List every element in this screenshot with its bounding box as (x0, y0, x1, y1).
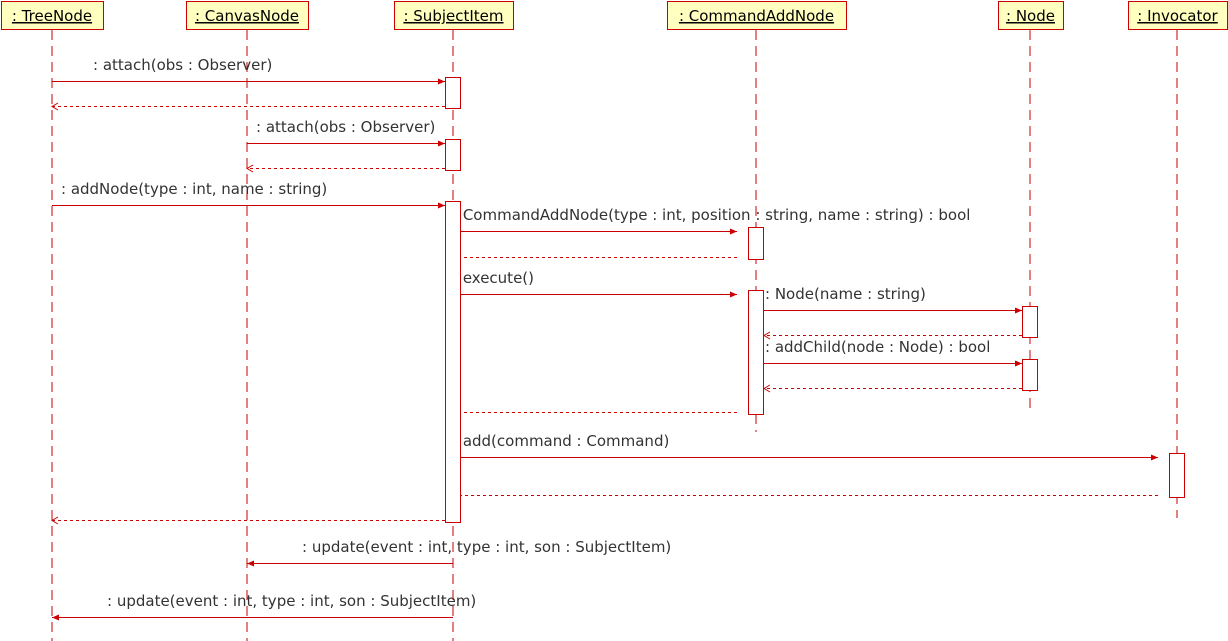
arrowhead (730, 291, 737, 298)
arrowhead (1151, 454, 1158, 461)
arrowhead (247, 560, 254, 567)
message-call-0: : attach(obs : Observer) (52, 56, 445, 85)
message-return-3 (246, 164, 445, 173)
message-call-8: : Node(name : string) (764, 285, 1022, 314)
message-label: : add(command : Command) (453, 432, 669, 450)
activation-subjectitem-addnode (445, 201, 461, 523)
arrowhead (52, 614, 59, 621)
message-call-4: : addNode(type : int, name : string) (52, 180, 445, 209)
message-return-11 (763, 384, 1022, 393)
participant-box (394, 1, 514, 30)
participant-subjectitem: : SubjectItem (394, 1, 514, 30)
arrowhead (438, 78, 445, 85)
message-label: : addNode(type : int, name : string) (61, 180, 327, 198)
message-call-5: : CommandAddNode(type : int, position : … (451, 206, 970, 235)
activation-node-ctor (1022, 306, 1038, 338)
message-call-16: : update(event : int, type : int, son : … (247, 538, 671, 567)
message-return-1 (51, 102, 445, 111)
message-call-7: : execute() (451, 269, 737, 298)
message-return-14 (450, 491, 1158, 500)
message-label: : Node(name : string) (765, 285, 926, 303)
message-return-15 (51, 516, 445, 525)
activation-subjectitem-attach-2 (445, 139, 461, 171)
message-label: : update(event : int, type : int, son : … (302, 538, 671, 556)
activation-commandaddnode-execute (748, 290, 764, 415)
arrowhead-open (51, 102, 59, 111)
message-return-6 (450, 253, 737, 262)
participant-label: : CommandAddNode (679, 7, 834, 25)
arrowhead (1015, 360, 1022, 367)
message-call-13: : add(command : Command) (451, 432, 1158, 461)
arrowhead (1015, 307, 1022, 314)
arrowhead-open (246, 164, 254, 173)
message-label: : execute() (453, 269, 534, 287)
arrowhead (438, 202, 445, 209)
activation-invocator-add (1169, 453, 1185, 498)
activation-node-addchild (1022, 359, 1038, 391)
activation-commandaddnode-ctor (748, 227, 764, 260)
participant-commandaddnode: : CommandAddNode (667, 1, 847, 30)
message-label: : addChild(node : Node) : bool (765, 338, 990, 356)
message-call-2: : attach(obs : Observer) (247, 118, 445, 147)
participant-node: : Node (998, 1, 1064, 30)
message-label: : CommandAddNode(type : int, position : … (453, 206, 970, 224)
message-label: : attach(obs : Observer) (93, 56, 272, 74)
participant-treenode: : TreeNode (1, 1, 104, 30)
participant-label: : Node (1006, 7, 1055, 25)
arrowhead (730, 228, 737, 235)
message-label: : attach(obs : Observer) (256, 118, 435, 136)
participant-box (186, 1, 309, 30)
participant-canvasnode: : CanvasNode (186, 1, 309, 30)
message-label: : update(event : int, type : int, son : … (107, 592, 476, 610)
arrowhead-open (51, 516, 59, 525)
message-call-17: : update(event : int, type : int, son : … (52, 592, 476, 621)
participant-label: : TreeNode (12, 7, 92, 25)
participant-box (998, 1, 1064, 30)
participant-invocator: : Invocator (1128, 1, 1228, 30)
message-call-10: : addChild(node : Node) : bool (764, 338, 1022, 367)
participant-label: : Invocator (1137, 7, 1218, 25)
activation-subjectitem-attach-1 (445, 77, 461, 109)
message-return-12 (450, 408, 737, 417)
participant-label: : SubjectItem (403, 7, 503, 25)
participant-label: : CanvasNode (195, 7, 299, 25)
arrowhead (438, 140, 445, 147)
participant-box (1, 1, 104, 30)
participant-box (667, 1, 847, 30)
